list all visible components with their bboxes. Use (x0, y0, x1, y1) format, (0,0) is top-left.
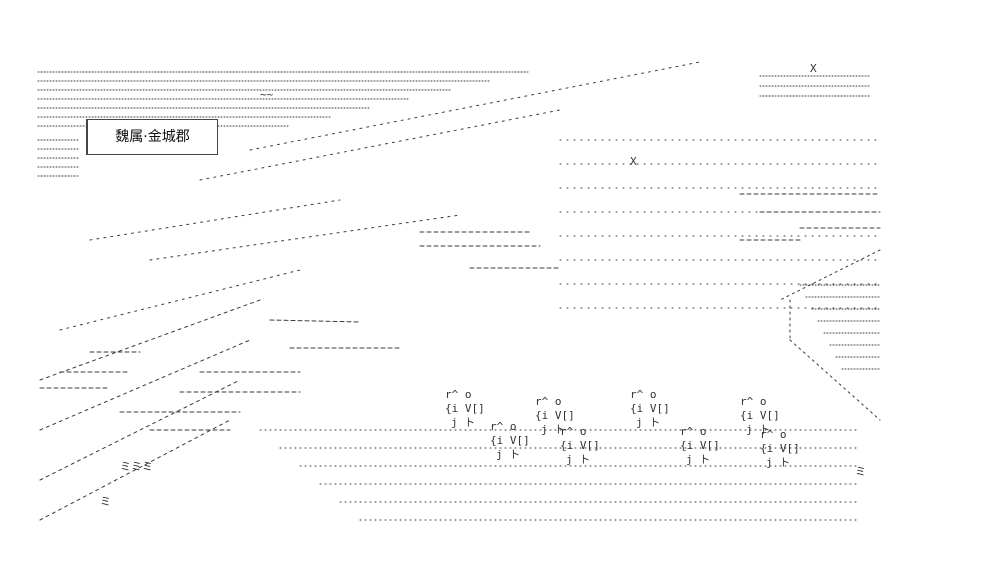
ascii-glyph: j ト (496, 448, 520, 461)
ascii-glyph: ミ (100, 495, 111, 508)
ascii-glyph: r^ o (560, 425, 587, 438)
ascii-glyph: r^ o (760, 428, 787, 441)
ascii-glyph: ミ (855, 465, 866, 478)
ascii-glyph: {i V[] (630, 402, 670, 415)
ascii-stroke (149, 214, 461, 261)
ascii-glyph: {i V[] (680, 439, 720, 452)
ascii-stroke (39, 379, 241, 481)
ascii-stroke (39, 419, 231, 521)
ascii-glyph: r^ o (490, 420, 517, 433)
ascii-stroke (199, 109, 561, 181)
location-label: 魏属·金城郡 (86, 119, 218, 155)
ascii-glyph: j ト (541, 423, 565, 436)
ascii-glyph: j ト (636, 416, 660, 429)
ascii-stroke (39, 299, 261, 381)
ascii-glyph: r^ o (740, 395, 767, 408)
ascii-glyph: j ト (451, 416, 475, 429)
ascii-glyph: j ト (686, 453, 710, 466)
ascii-glyph: r^ o (445, 388, 472, 401)
ascii-art-strokes (37, 61, 881, 521)
ascii-glyph: X (630, 155, 637, 168)
ascii-glyph: j ト (566, 453, 590, 466)
ascii-glyph: r^ o (630, 388, 657, 401)
ascii-stroke (269, 319, 361, 323)
ascii-glyph: {i V[] (535, 409, 575, 422)
ascii-glyph: j ト (766, 456, 790, 469)
ascii-stroke (249, 61, 701, 151)
ascii-art-glyphs: r^ o{i V[]j トr^ o{i V[]j トr^ o{i V[]j トr… (100, 62, 866, 508)
ascii-glyph: {i V[] (490, 434, 530, 447)
ascii-stroke (59, 269, 301, 331)
ascii-stroke (789, 339, 881, 421)
ascii-glyph: ミミミ (120, 460, 153, 473)
ascii-glyph: {i V[] (445, 402, 485, 415)
ascii-stroke (39, 339, 251, 431)
ascii-stroke (89, 199, 341, 241)
ascii-stroke (779, 249, 881, 301)
ascii-glyph: X (810, 62, 817, 75)
ascii-glyph: r^ o (535, 395, 562, 408)
ascii-glyph: r^ o (680, 425, 707, 438)
ascii-glyph: {i V[] (740, 409, 780, 422)
ascii-glyph: {i V[] (560, 439, 600, 452)
ascii-glyph: {i V[] (760, 442, 800, 455)
ascii-glyph: j ト (746, 423, 770, 436)
ascii-glyph: ~~ (260, 88, 274, 101)
